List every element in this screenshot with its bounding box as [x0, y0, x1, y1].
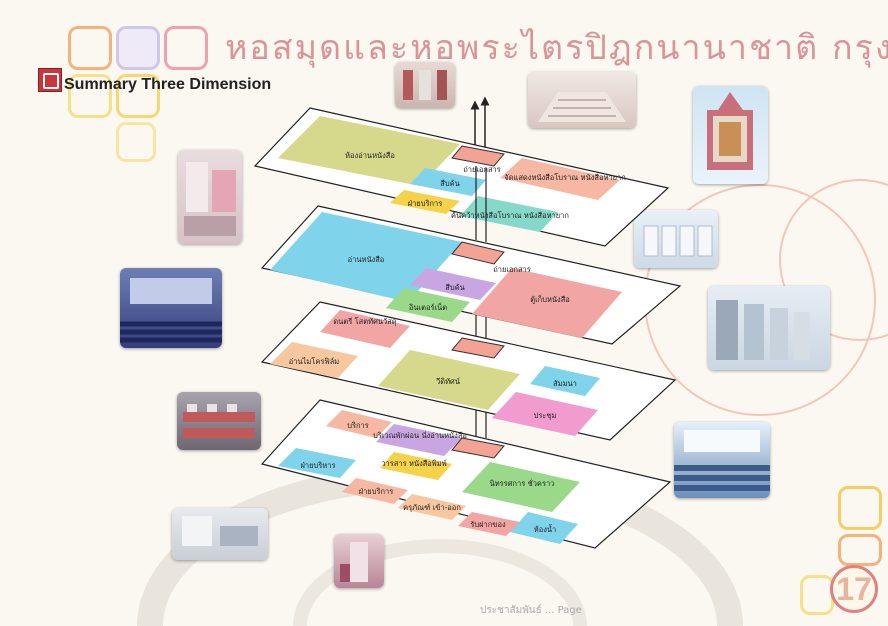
photo-computer-lab — [177, 392, 261, 450]
zone-label: สัมมนา — [553, 379, 577, 388]
photo-reading-room-left — [178, 150, 242, 244]
photo-stairs-top — [528, 72, 636, 128]
floor-2: ดนตรี โสตทัศนวัสดุ อ่านไมโครฟิล์ม วีดิทั… — [260, 301, 677, 441]
stairwell — [451, 145, 505, 167]
zone-search — [410, 168, 486, 196]
photo-office-left — [172, 508, 268, 560]
zone-microfilm — [270, 342, 358, 378]
zone-label: ฝ่ายบริหาร — [301, 461, 336, 470]
zone-service-desk — [342, 478, 408, 504]
floor-3: อ่านหนังสือ ถ่ายเอกสาร สืบค้น อินเตอร์เน… — [260, 205, 682, 345]
zone-label: ถ่ายเอกสาร — [463, 165, 501, 174]
zone-service — [326, 410, 392, 438]
zone-label: บริการ — [347, 421, 369, 430]
zone-video — [378, 350, 520, 410]
photo-corridor — [334, 534, 384, 588]
photo-seminar-room — [674, 422, 770, 498]
zone-search — [410, 268, 496, 300]
zone-exhibit-rare-books — [500, 158, 620, 200]
zone-label: ห้องอ่านหนังสือ — [345, 151, 395, 160]
zone-label: ถ่ายเอกสาร — [493, 265, 531, 274]
decor-square-br-yellow — [838, 486, 882, 530]
page-title: หอสมุดและหอพระไตรปิฎกนานาชาติ กรุงเทพฯ — [225, 28, 888, 68]
zone-label: สืบค้น — [440, 179, 460, 188]
zone-seminar — [530, 366, 600, 396]
page-subtitle: Summary Three Dimension — [64, 76, 272, 93]
zone-label: สืบค้น — [445, 283, 465, 292]
zone-restroom — [510, 512, 578, 544]
zone-label: นิทรรศการ ชั่วคราว — [489, 478, 554, 488]
zone-entry-exit — [398, 494, 466, 520]
zone-label: บริเวณพักผ่อน นั่งอ่านหนังสือ — [373, 430, 467, 440]
zone-administration — [278, 448, 356, 478]
zone-label: ค้นคว้าหนังสือโบราณ หนังสือหายาก — [451, 211, 569, 220]
photo-bookstacks-right — [708, 286, 830, 370]
zone-label: อ่านหนังสือ — [348, 255, 385, 264]
zone-service — [390, 190, 460, 214]
zone-temporary-exhibit — [462, 462, 580, 512]
zone-journals — [380, 452, 452, 480]
zone-label: ครุภัณฑ์ เข้า-ออก — [403, 503, 461, 512]
zone-label: อ่านไมโครฟิล์ม — [289, 357, 340, 366]
zone-label: ดนตรี โสตทัศนวัสดุ — [333, 317, 396, 326]
logo-icon — [38, 68, 62, 92]
zone-label: ฝ่ายบริการ — [359, 487, 394, 496]
footer-text: ประชาสัมพันธ์ ... Page — [480, 605, 582, 616]
decor-square-orange — [68, 26, 112, 70]
zone-internet — [386, 288, 470, 322]
zone-label: วารสาร หนังสือพิมพ์ — [381, 459, 446, 468]
decor-square-lavender — [116, 26, 160, 70]
zone-meeting — [492, 392, 598, 436]
zone-label: จัดแสดงหนังสือโบราณ หนังสือหายาก — [504, 173, 626, 182]
floor-1: บริการ บริเวณพักผ่อน นั่งอ่านหนังสือ ฝ่า… — [260, 399, 672, 549]
decor-square-yellow-3 — [116, 122, 156, 162]
zone-cloakroom — [458, 512, 520, 536]
zone-reading — [270, 212, 462, 302]
zone-label: ประชุม — [534, 411, 557, 420]
zone-label: ห้องน้ำ — [534, 524, 556, 534]
zone-label: ตู้เก็บหนังสือ — [530, 294, 570, 304]
zone-lounge — [376, 424, 462, 456]
decor-square-pink — [164, 26, 208, 70]
photo-cabinets-right — [634, 210, 718, 268]
decor-square-br-orange — [838, 534, 882, 566]
zone-label: ฝ่ายบริการ — [408, 199, 443, 208]
zone-label: วีดิทัศน์ — [435, 377, 460, 386]
decor-square-yellow-1 — [68, 74, 112, 118]
photo-library-shelves-top — [395, 62, 455, 108]
floor-4: ห้องอ่านหนังสือ ถ่ายเอกสาร จัดแสดงหนังสื… — [253, 107, 670, 247]
page-number: 17 — [830, 565, 878, 613]
zone-research-rare-books — [460, 196, 558, 232]
zone-label: อินเตอร์เน็ต — [408, 302, 447, 312]
zone-label: รับฝากของ — [470, 520, 506, 529]
floor-slab — [260, 399, 672, 549]
zone-music-av — [320, 310, 410, 348]
decor-square-yellow-2 — [116, 74, 160, 118]
zone-bookcases — [472, 268, 622, 338]
stairwell — [451, 241, 505, 265]
stairwell — [451, 337, 505, 359]
photo-ornament-gold — [693, 86, 768, 184]
zone-reading — [278, 116, 460, 186]
stairwell — [451, 437, 505, 459]
photo-auditorium-blue — [120, 268, 222, 348]
